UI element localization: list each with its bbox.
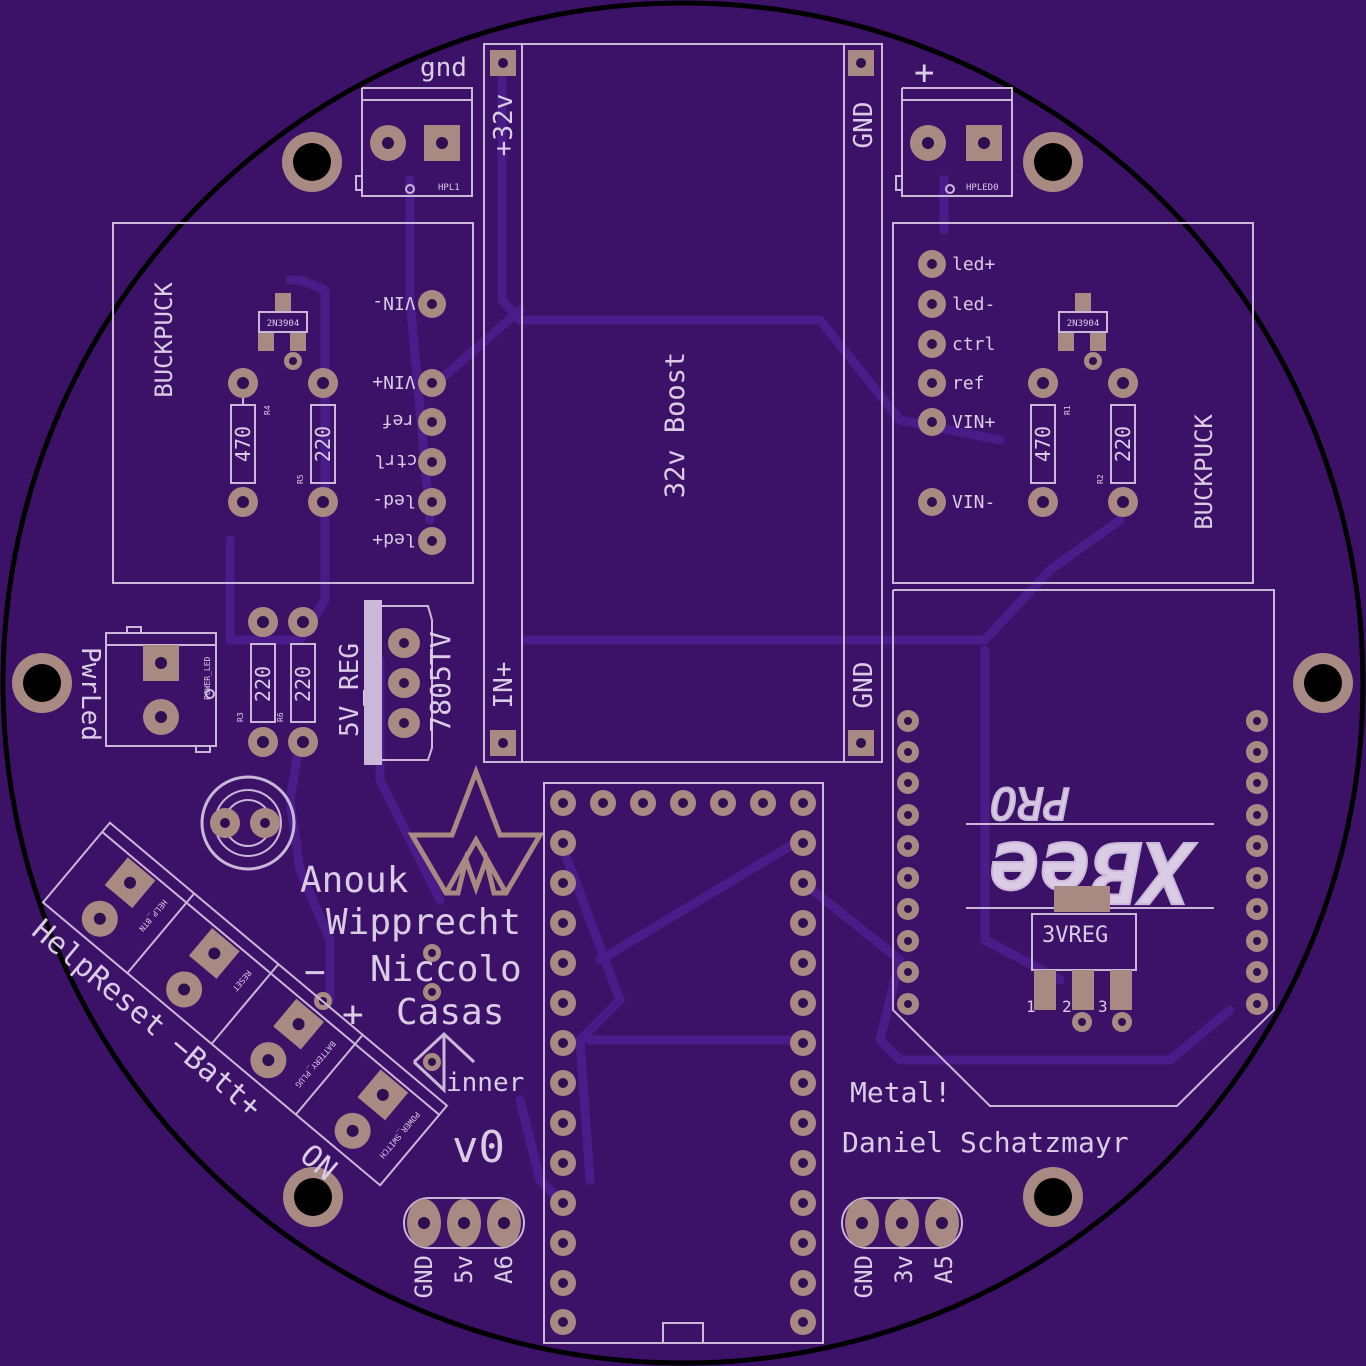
resistor-name: R4 [263, 405, 272, 415]
boost-label-in: IN+ [489, 662, 519, 709]
mounting-hole [283, 1167, 343, 1227]
pwrled-label: PwrLed [75, 647, 105, 741]
pin-label: ref [952, 373, 985, 394]
resistor-value: 470 [1031, 426, 1055, 462]
resistor-value: 220 [251, 666, 275, 702]
resistor-value: 470 [231, 426, 255, 462]
buckpuck-right-title: BUCKPUCK [1190, 414, 1218, 530]
xbee-module: PRO XBee 3VREG 1 2 3 [892, 589, 1275, 1107]
boost-label-gnd-bottom: GND [849, 662, 879, 709]
credit-line2: Wipprecht [326, 902, 521, 943]
pin-label: ctrl [952, 334, 995, 355]
xbee-vreg-label: 3VREG [1042, 923, 1108, 948]
header-left: GND 5v A6 [403, 1197, 525, 1298]
version-label: v0 [452, 1122, 505, 1173]
terminal-plus-label: + [914, 53, 934, 93]
transistor-label: 2N3904 [267, 319, 300, 329]
terminal-hpled0-name: HPLED0 [966, 183, 999, 193]
vreg-pin-label: 2 [1062, 997, 1072, 1016]
buzzer [200, 775, 296, 871]
terminal-gnd-label: gnd [420, 53, 467, 83]
pwrled-connector: PwrLed POWER_LED [75, 626, 217, 753]
mcu-left-pins [550, 830, 576, 1335]
resistor-value: 220 [291, 666, 315, 702]
connector-reset: RESET [166, 928, 253, 1008]
pwrled-name: POWER_LED [203, 656, 212, 700]
resistor-name: R5 [296, 474, 305, 484]
header-pin-label: A6 [490, 1255, 518, 1284]
header-pin-label: GND [850, 1255, 878, 1298]
vreg-pin-label: 3 [1098, 997, 1108, 1016]
resistor-value: 220 [311, 426, 335, 462]
resistor-name: R1 [1063, 405, 1072, 415]
resistors-r3-r6: 220 R3 220 R6 [236, 607, 318, 757]
xbee-right-pins [1246, 710, 1268, 1015]
xbee-pro-label: PRO [990, 777, 1069, 828]
header-pin-label: A5 [930, 1255, 958, 1284]
header-pin-label: 5v [450, 1255, 478, 1284]
pin-label: ctrl [374, 450, 417, 471]
resistor-name: R2 [1096, 474, 1105, 484]
regulator-7805: 7805TV 5V_REG [335, 600, 457, 765]
header-pin-label: GND [410, 1255, 438, 1298]
mounting-holes [12, 132, 1353, 1227]
resistor-name: R6 [276, 712, 285, 722]
buckpuck-left-pins: VIN- VIN+ ref ctrl led- led+ [372, 290, 446, 555]
pin-label: led+ [372, 529, 416, 550]
mounting-hole [12, 653, 72, 713]
xbee-left-pins [897, 710, 919, 1015]
regulator-name: 5V_REG [335, 643, 365, 737]
mounting-hole [1293, 653, 1353, 713]
terminal-hpled0: + HPLED0 [895, 53, 1013, 197]
polarity-minus: − [304, 952, 326, 993]
credit-line4: Casas [396, 992, 504, 1033]
regulator-part: 7805TV [424, 631, 457, 732]
copper-traces [225, 55, 1235, 1205]
credit-line3: Niccolo [370, 949, 522, 990]
mcu-top-pins [550, 790, 816, 816]
pin-label: led+ [952, 254, 996, 275]
buckpuck-right: BUCKPUCK 2N3904 470 R1 220 R2 led+ led- … [892, 222, 1254, 584]
boost-label-32v: +32v [489, 94, 519, 157]
metal-label: Metal! [850, 1076, 951, 1109]
pin-label: VIN- [372, 292, 415, 313]
wipprecht-logo-icon [407, 764, 545, 896]
credit-line1: Anouk [300, 860, 409, 901]
buckpuck-right-pins: led+ led- ctrl ref VIN+ VIN- [918, 250, 996, 516]
microcontroller-socket [543, 782, 824, 1344]
boost-module: 32v Boost +32v GND IN+ GND [483, 43, 883, 763]
transistor-label: 2N3904 [1067, 319, 1100, 329]
author2-label: Daniel Schatzmayr [842, 1126, 1129, 1159]
mcu-right-pins [790, 830, 816, 1335]
mounting-hole [282, 132, 342, 192]
vreg-pin-label: 1 [1026, 997, 1036, 1016]
mounting-hole [1023, 1167, 1083, 1227]
resistor-value: 220 [1111, 426, 1135, 462]
buckpuck-left-title: BUCKPUCK [150, 282, 178, 398]
inner-label: inner [446, 1068, 524, 1098]
boost-title: 32v Boost [660, 352, 691, 498]
pin-label: VIN+ [372, 371, 416, 392]
header-pin-label: 3v [890, 1255, 918, 1284]
pin-label: VIN- [952, 492, 995, 513]
polarity-plus: + [342, 994, 364, 1035]
mounting-hole [1023, 132, 1083, 192]
resistor-name: R3 [236, 712, 245, 722]
pin-label: led- [952, 294, 995, 315]
boost-label-gnd-top: GND [849, 102, 879, 149]
buckpuck-left: BUCKPUCK 2N3904 470 R4 220 R5 VIN- VIN+ [112, 222, 474, 584]
terminal-hpl1-name: HPL1 [438, 183, 460, 193]
header-right: GND 3v A5 [841, 1197, 963, 1298]
terminal-hpl1: gnd HPL1 [355, 53, 473, 197]
pin-label: VIN+ [952, 412, 996, 433]
pin-label: led- [372, 490, 415, 511]
pin-label: ref [382, 410, 415, 431]
inner-logo-icon [412, 1031, 476, 1094]
